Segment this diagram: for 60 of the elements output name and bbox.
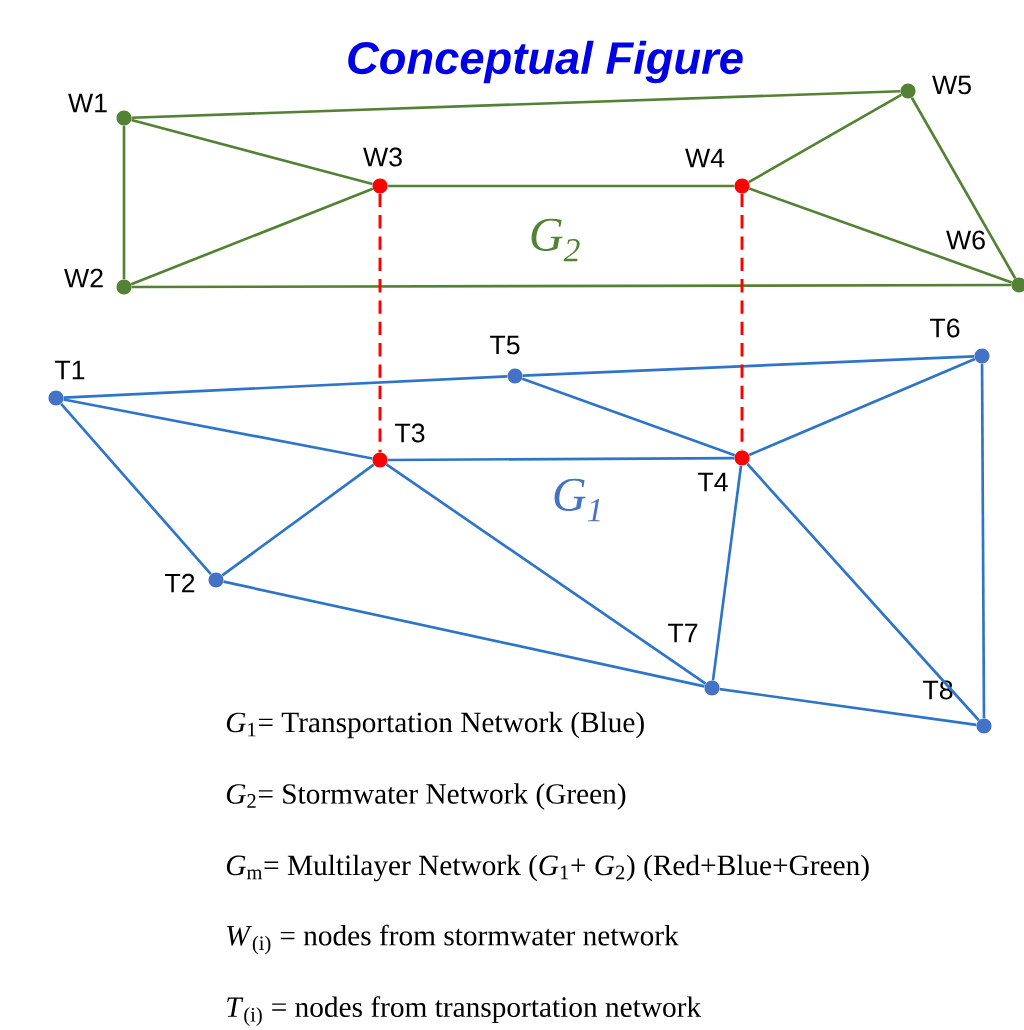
node-label: W5: [932, 75, 971, 95]
network-link: [130, 187, 374, 286]
definition-text: G$_{m}$= Multilayer Network (G$_{1}$+ G$_{2}$) (Red+Blue+Green): [226, 854, 869, 882]
network-link: [748, 93, 902, 184]
network-node: T8: [923, 680, 992, 734]
node-label: T1: [55, 360, 85, 380]
network-link: [131, 89, 901, 120]
node-label: T5: [490, 335, 520, 355]
network-link: [980, 363, 986, 719]
network-link: [223, 580, 705, 688]
network-node: T1: [48, 360, 85, 406]
graph-label: G$_{1}$: [554, 478, 600, 522]
network-link: [719, 687, 977, 727]
node-label: T3: [395, 423, 425, 443]
node-label: T4: [698, 472, 728, 492]
network-link: [122, 125, 126, 280]
node-label: T8: [923, 680, 953, 700]
network-link: [221, 463, 375, 577]
network-node: T7: [668, 623, 720, 696]
network-node: W3: [363, 147, 402, 194]
network-link: [522, 355, 975, 377]
network-link: [131, 118, 373, 186]
network-link: [60, 402, 212, 576]
network-link: [131, 283, 1012, 289]
graph-label: G$_{2}$: [531, 218, 580, 262]
definition-text: W$_{(i)}$ = nodes from stormwater network: [227, 924, 679, 955]
network-link: [910, 97, 1017, 279]
network-link: [63, 375, 508, 399]
node-label: W1: [68, 93, 107, 113]
network-node: W2: [64, 268, 132, 295]
title: Conceptual Figure: [348, 40, 743, 84]
network-link: [746, 462, 980, 722]
network-node: T4: [698, 450, 750, 492]
network-link: [378, 193, 382, 453]
network-link: [385, 463, 707, 685]
node-label: W4: [685, 148, 725, 168]
node-label: W3: [363, 147, 402, 167]
network-link: [63, 398, 373, 460]
definition-text: G$_{1}$= Transportation Network (Blue): [226, 711, 644, 739]
node-label: T2: [165, 573, 195, 593]
network-node: T6: [930, 318, 990, 364]
network-node: T5: [490, 335, 523, 384]
network-node: W5: [900, 75, 971, 99]
network-link: [748, 187, 1013, 284]
network-node: T3: [372, 423, 425, 468]
node-label: T7: [668, 623, 698, 643]
network-link: [748, 357, 976, 457]
network-node: W1: [68, 93, 132, 126]
network-link: [521, 377, 736, 457]
network-link: [387, 184, 735, 188]
definition-text: T$_{(i)}$ = nodes from transportation network: [227, 996, 702, 1026]
node-label: W2: [64, 268, 103, 288]
network-link: [711, 465, 743, 681]
node-label: T6: [930, 318, 960, 338]
node-label: W6: [946, 230, 985, 250]
network-node: T2: [165, 572, 224, 593]
definition-text: G$_{2}$= Stormwater Network (Green): [226, 783, 626, 810]
network-link: [387, 456, 735, 462]
network-node: W6: [946, 230, 1024, 293]
network-node: W4: [685, 148, 750, 194]
